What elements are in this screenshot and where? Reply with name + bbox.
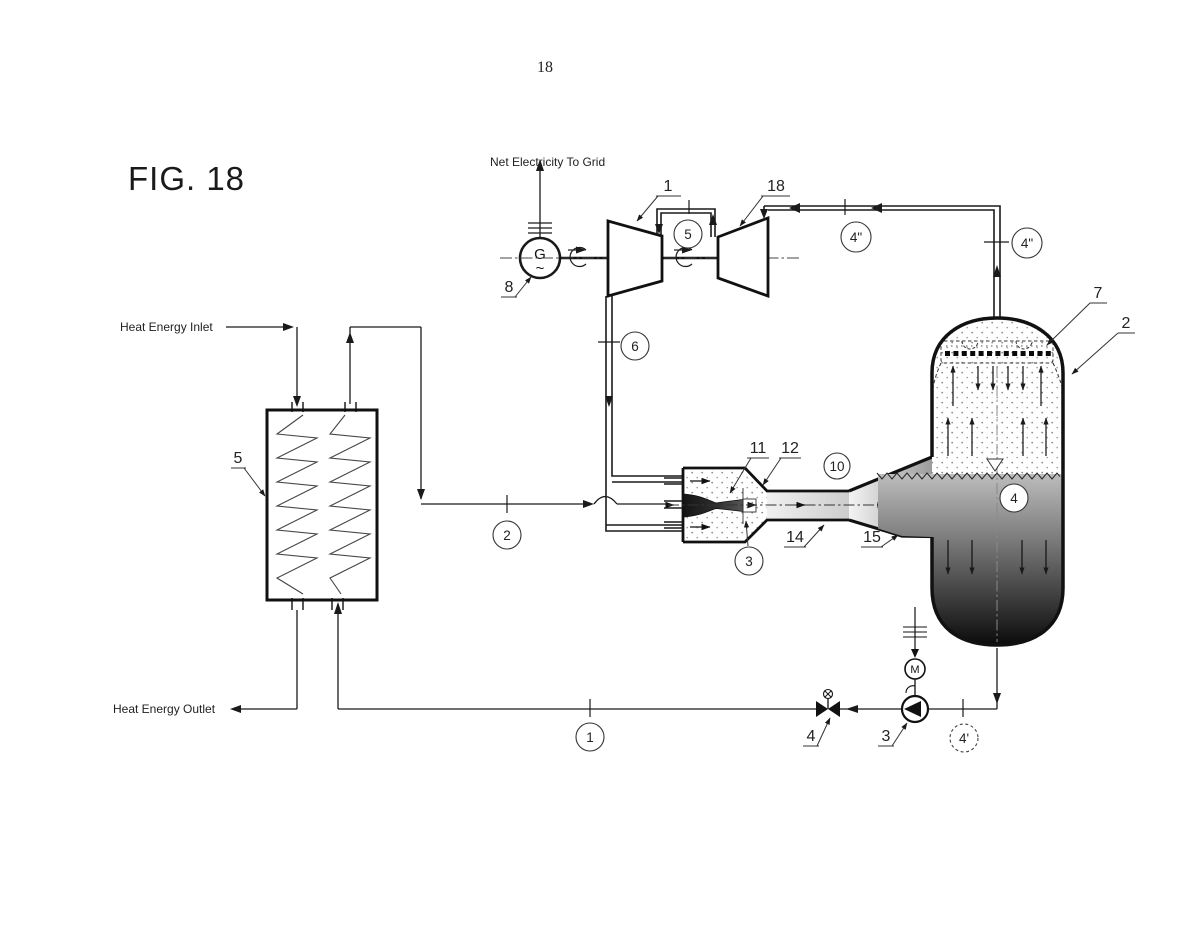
coil-left bbox=[275, 414, 319, 595]
hx-to-ejector-line bbox=[346, 326, 666, 513]
stream-badge-6 bbox=[620, 331, 650, 361]
grid-arrow-icon bbox=[536, 159, 544, 171]
label-vessel-2: 2 bbox=[1122, 315, 1131, 332]
generator-ac: ~ bbox=[536, 260, 545, 277]
stream-badge-4prime bbox=[949, 723, 979, 753]
label-diffuser-15: 15 bbox=[863, 529, 881, 546]
stream-label-4prime: 4' bbox=[959, 731, 969, 746]
turbine-stage-1 bbox=[606, 219, 664, 298]
heat-exchanger bbox=[265, 402, 379, 610]
crossover-pipe bbox=[655, 200, 717, 237]
heat-outlet-line bbox=[230, 610, 298, 713]
stream-label-4: 4 bbox=[1010, 491, 1018, 506]
vessel-liquid-arrows bbox=[945, 540, 1049, 575]
vapor-return-pipe bbox=[760, 199, 1009, 344]
valve bbox=[816, 688, 840, 717]
stream-badge-1 bbox=[575, 722, 605, 752]
rotation-arrow-icon bbox=[568, 246, 587, 268]
label-pump-3: 3 bbox=[882, 728, 891, 745]
separator-vessel bbox=[876, 316, 1065, 647]
vessel-shell bbox=[930, 316, 1065, 647]
motor-letter: M bbox=[910, 664, 919, 676]
page-number: 18 bbox=[537, 59, 553, 76]
stream-label-5: 5 bbox=[684, 227, 692, 242]
stream-label-3: 3 bbox=[745, 554, 753, 569]
stream-badge-3 bbox=[734, 546, 764, 576]
stream-label-10: 10 bbox=[829, 459, 844, 474]
label-nozzle-11: 11 bbox=[750, 440, 767, 457]
generator-letter: G bbox=[534, 246, 546, 263]
net-electricity-label: Net Electricity To Grid bbox=[490, 155, 605, 169]
label-heat-exchanger-5: 5 bbox=[234, 450, 243, 467]
stream-badge-4dprime-right bbox=[1011, 227, 1043, 259]
figure-title: FIG. 18 bbox=[128, 160, 245, 197]
stream-label-6: 6 bbox=[631, 339, 639, 354]
pump-assembly bbox=[900, 607, 930, 724]
stream-label-4dprime-left: 4" bbox=[850, 230, 863, 245]
vessel-liquid bbox=[878, 474, 1063, 645]
liquid-return-line bbox=[334, 602, 1001, 717]
coil-right bbox=[328, 414, 372, 595]
label-mixing-tube-14: 14 bbox=[786, 529, 804, 546]
heat-inlet-label: Heat Energy Inlet bbox=[120, 320, 213, 334]
heat-inlet-line bbox=[226, 323, 301, 407]
label-turbine-18: 18 bbox=[767, 178, 785, 195]
stream-badge-2 bbox=[492, 520, 522, 550]
stream-badge-10 bbox=[823, 452, 851, 480]
motor-icon bbox=[904, 658, 926, 680]
label-turbine-1: 1 bbox=[664, 178, 673, 195]
stream-label-1: 1 bbox=[586, 730, 594, 745]
label-generator-8: 8 bbox=[505, 279, 514, 296]
stream-badge-4dprime-left bbox=[840, 221, 872, 253]
turbine-train bbox=[500, 215, 800, 298]
liquid-surface-wave bbox=[876, 472, 1061, 480]
stream-label-2: 2 bbox=[503, 528, 511, 543]
stream-badge-5 bbox=[673, 219, 703, 249]
turbine-stage-2 bbox=[716, 215, 770, 298]
label-distributor-7: 7 bbox=[1094, 285, 1103, 302]
stream-badge-4 bbox=[999, 483, 1029, 513]
label-valve-4: 4 bbox=[807, 728, 816, 745]
liquid-level-icon bbox=[986, 458, 1004, 472]
label-nozzle-outlet-12: 12 bbox=[781, 440, 799, 457]
generator-assembly bbox=[518, 159, 562, 280]
rotation-arrow-icon bbox=[674, 246, 693, 268]
stream-label-4dprime-right: 4" bbox=[1021, 236, 1034, 251]
vessel-vapor-arrows bbox=[945, 365, 1049, 456]
turbine-exhaust-pipe bbox=[598, 296, 683, 532]
part-labels bbox=[231, 195, 1135, 747]
heat-outlet-label: Heat Energy Outlet bbox=[113, 702, 216, 716]
mixing-tube bbox=[767, 491, 849, 520]
pump-rotation-icon bbox=[905, 685, 916, 694]
